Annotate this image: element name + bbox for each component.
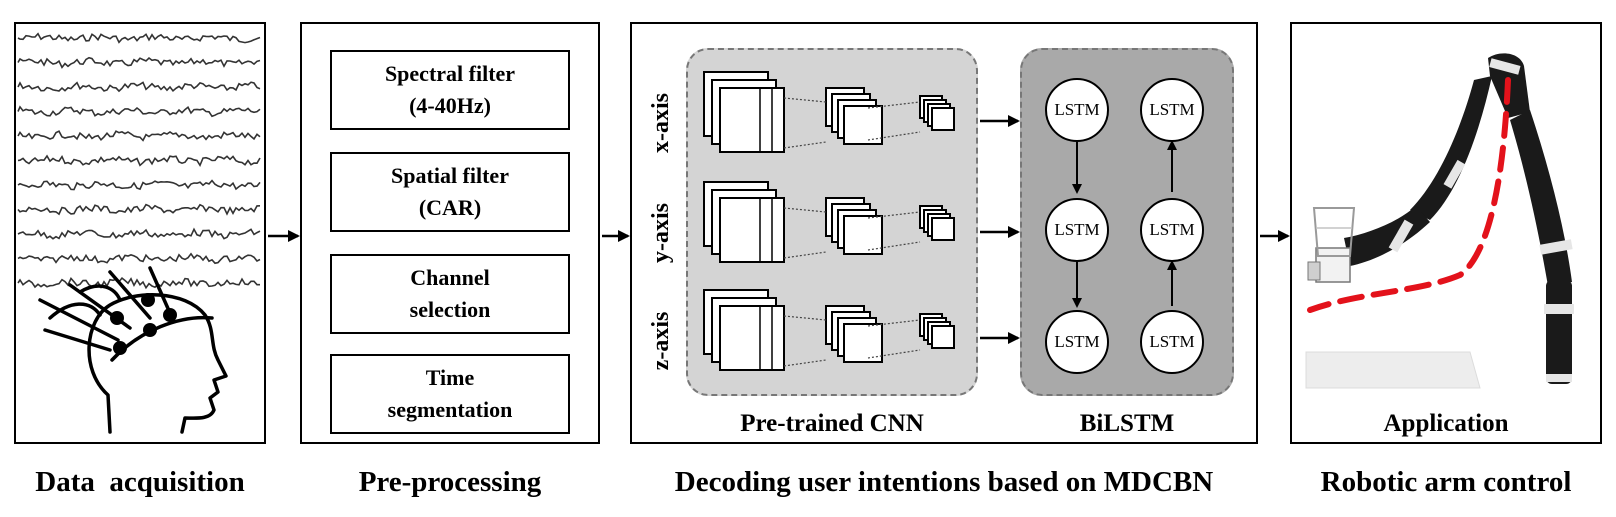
cnn-connector (783, 359, 827, 367)
cnn-connector (867, 241, 921, 251)
robotic-arm-illustration (1305, 53, 1574, 389)
lstm-label: LSTM (1149, 220, 1195, 239)
cnn-map-medium (843, 105, 883, 145)
spatial-filter-line2: (CAR) (418, 195, 482, 220)
y-axis-label: y-axis (648, 203, 674, 263)
data-acquisition-title: Data acquisition (35, 466, 245, 498)
eeg-trace (17, 276, 260, 290)
eeg-trace (17, 252, 261, 265)
cnn-map-medium (843, 215, 883, 255)
application-label: Application (1383, 410, 1509, 437)
lstm-forward-1: LSTM (1045, 78, 1109, 142)
cnn-connector (783, 315, 827, 321)
spatial-filter-line1: Spatial filter (391, 163, 509, 188)
cnn-map-large (719, 197, 785, 263)
lstm-label: LSTM (1054, 100, 1100, 119)
channel-selection-box: Channel selection (330, 254, 570, 334)
lstm-forward-3: LSTM (1045, 310, 1109, 374)
bilstm-label: BiLSTM (1079, 410, 1175, 437)
eeg-trace (17, 130, 261, 142)
cnn-connector (783, 251, 827, 259)
cnn-connector (783, 207, 827, 213)
cnn-map-medium (843, 323, 883, 363)
cnn-connector (783, 97, 827, 103)
cnn-connector (867, 131, 921, 141)
time-segmentation-box: Time segmentation (330, 354, 570, 434)
eeg-signals (17, 32, 261, 290)
time-segmentation-line2: segmentation (387, 397, 513, 422)
time-segmentation-line1: Time (425, 365, 475, 390)
lstm-label: LSTM (1054, 332, 1100, 351)
z-axis-label: z-axis (648, 311, 674, 371)
spectral-filter-box: Spectral filter (4-40Hz) (330, 50, 570, 130)
cnn-connector (867, 101, 921, 109)
lstm-label: LSTM (1054, 220, 1100, 239)
lstm-forward-2: LSTM (1045, 198, 1109, 262)
pretrained-cnn-label: Pre-trained CNN (740, 410, 924, 437)
cnn-map-large (719, 305, 785, 371)
decoding-title: Decoding user intentions based on MDCBN (674, 466, 1214, 498)
eeg-trace (17, 56, 261, 69)
cnn-map-large (719, 87, 785, 153)
eeg-trace (17, 81, 261, 93)
cnn-map-small (931, 107, 955, 131)
spectral-filter-line1: Spectral filter (384, 61, 516, 86)
pre-processing-title: Pre-processing (358, 466, 542, 498)
eeg-trace (17, 179, 261, 191)
lstm-backward-2: LSTM (1140, 198, 1204, 262)
eeg-trace (17, 227, 261, 240)
eeg-trace (17, 32, 261, 44)
head-electrode-icon (38, 266, 228, 434)
cnn-feature-maps (703, 71, 955, 371)
lstm-backward-1: LSTM (1140, 78, 1204, 142)
robotic-arm-title: Robotic arm control (1320, 466, 1572, 498)
eeg-trace (17, 154, 261, 168)
spectral-filter-line2: (4-40Hz) (409, 93, 491, 118)
eeg-trace (17, 203, 261, 216)
lstm-label: LSTM (1149, 332, 1195, 351)
lstm-backward-3: LSTM (1140, 310, 1204, 374)
x-axis-label: x-axis (648, 93, 674, 153)
channel-selection-line1: Channel (410, 265, 490, 290)
cnn-connector (783, 141, 827, 149)
cnn-map-small (931, 217, 955, 241)
cnn-connector (867, 211, 921, 219)
cnn-connector (867, 349, 921, 359)
spatial-filter-box: Spatial filter (CAR) (330, 152, 570, 232)
eeg-trace (17, 105, 261, 118)
cnn-map-small (931, 325, 955, 349)
channel-selection-line2: selection (409, 297, 491, 322)
lstm-label: LSTM (1149, 100, 1195, 119)
cnn-connector (867, 319, 921, 327)
